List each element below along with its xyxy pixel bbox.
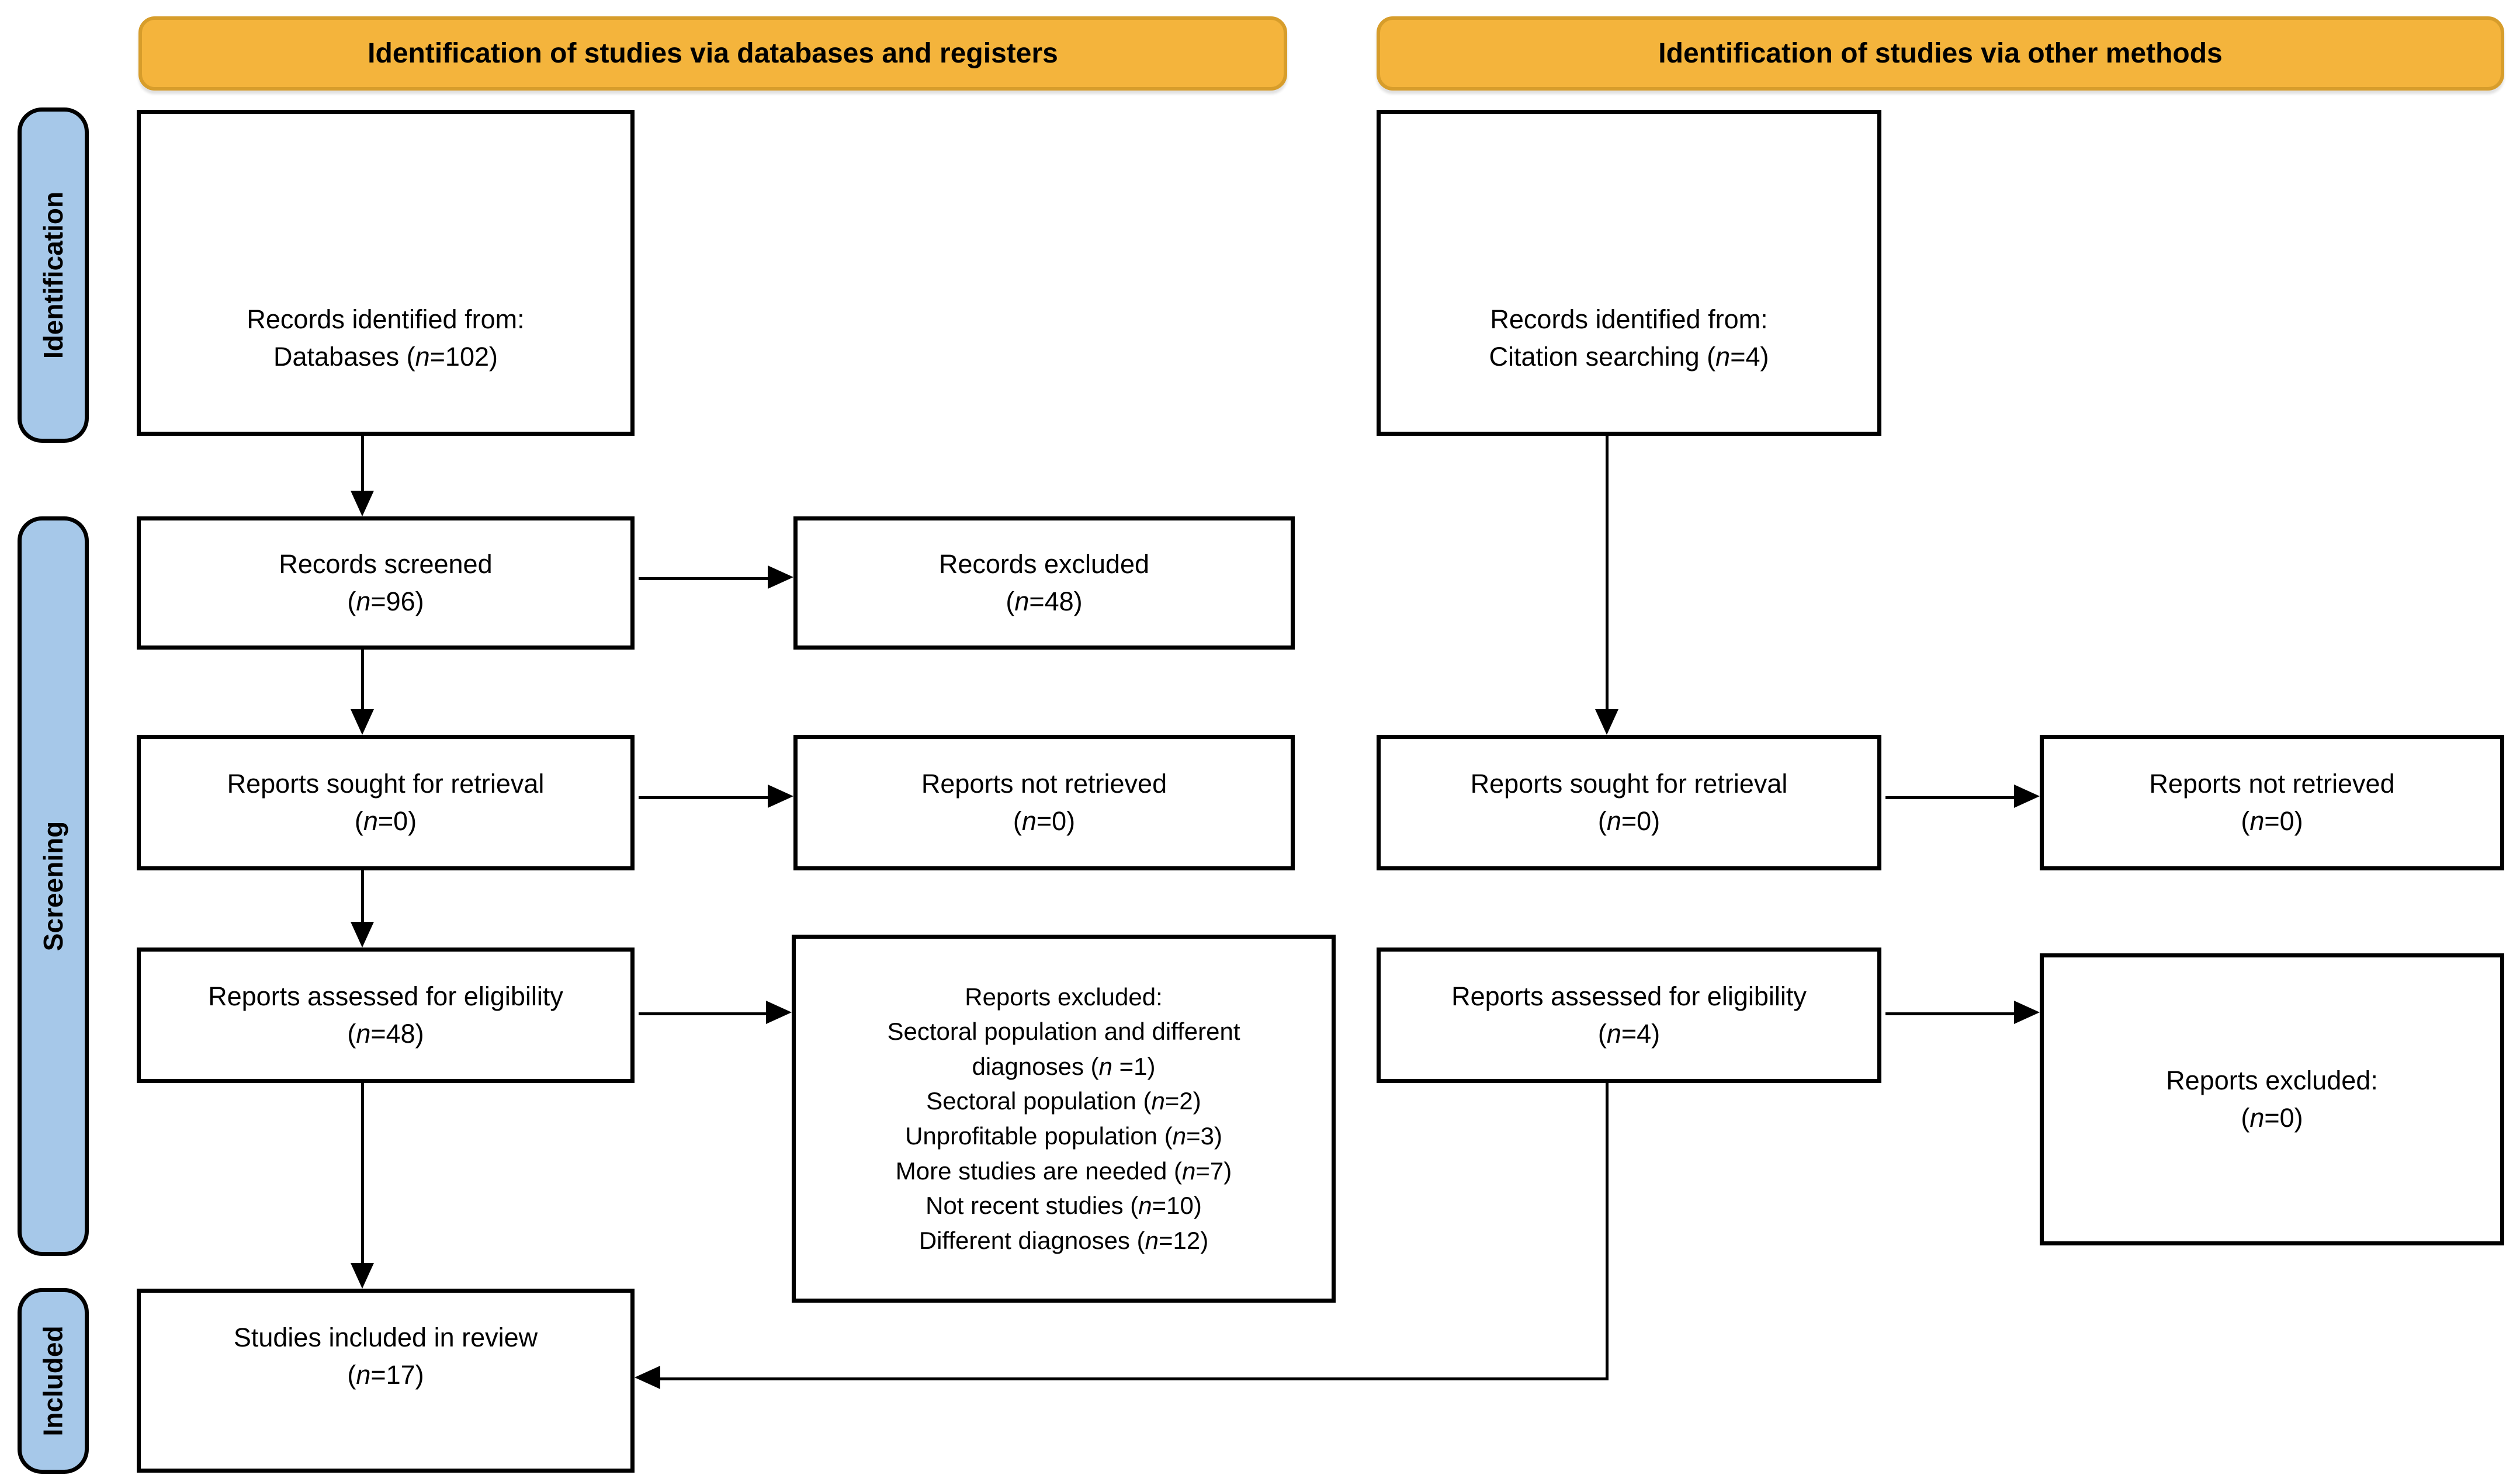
connector-assessed-other-to-included-vertical — [1606, 1083, 1609, 1380]
box-text-line: Reports assessed for eligibility — [208, 981, 563, 1012]
box-text-line: More studies are needed (n=7) — [895, 1157, 1232, 1185]
box-text-line: Reports sought for retrieval — [1470, 769, 1788, 799]
box-text-line: (n=0) — [1597, 806, 1661, 836]
arrowhead-sought-to-not-retrieved — [768, 785, 793, 808]
box-records-identified-citation: Records identified from: Citation searchi… — [1377, 110, 1881, 436]
arrowhead-assessed-to-reasons — [766, 1001, 792, 1024]
box-reports-excluded-other: Reports excluded: (n=0) — [2040, 953, 2504, 1245]
box-reports-assessed-eligibility-databases: Reports assessed for eligibility (n=48) — [137, 947, 635, 1083]
connector-assessed-other-to-included-horizontal — [660, 1377, 1609, 1380]
box-text-line: (n=0) — [2241, 1103, 2303, 1133]
connector-citation-to-sought — [1606, 436, 1609, 709]
box-text-line: (n=0) — [354, 806, 417, 836]
box-text-line: Reports not retrieved — [2149, 769, 2395, 799]
box-studies-included-review: Studies included in review (n=17) — [137, 1289, 635, 1473]
box-reports-not-retrieved-databases: Reports not retrieved (n=0) — [793, 735, 1295, 870]
box-text-line: Reports not retrieved — [921, 769, 1167, 799]
connector-sought-to-assessed — [361, 870, 364, 922]
arrowhead-sought-other-to-not-retrieved — [2014, 785, 2040, 808]
box-text-line: Reports excluded: — [965, 983, 1163, 1011]
arrowhead-other-to-included — [635, 1366, 660, 1389]
arrowhead-sought-to-assessed — [351, 922, 374, 947]
connector-screened-to-excluded — [639, 577, 768, 580]
arrowhead-identified-to-screened — [351, 491, 374, 516]
header-databases-registers: Identification of studies via databases … — [138, 16, 1287, 91]
arrowhead-screened-to-sought — [351, 709, 374, 735]
connector-identified-to-screened — [361, 436, 364, 491]
box-text-line: diagnoses (n =1) — [972, 1052, 1156, 1080]
box-text-line: (n=96) — [347, 586, 424, 616]
connector-assessed-to-included — [361, 1083, 364, 1263]
arrowhead-citation-to-sought — [1595, 709, 1618, 735]
box-text-line: Reports excluded: — [2166, 1065, 2378, 1096]
box-text-line: Citation searching (n=4) — [1489, 341, 1769, 372]
connector-sought-other-to-not-retrieved — [1885, 796, 2014, 799]
box-text-line: Records identified from: — [1490, 304, 1768, 334]
header-other-methods: Identification of studies via other meth… — [1377, 16, 2504, 91]
box-records-screened: Records screened (n=96) — [137, 516, 635, 650]
sidebar-phase-included-label: Included — [38, 1325, 68, 1436]
box-text-line: Sectoral population and different — [887, 1018, 1240, 1046]
box-reports-sought-retrieval-databases: Reports sought for retrieval (n=0) — [137, 735, 635, 870]
box-reports-assessed-eligibility-other: Reports assessed for eligibility (n=4) — [1377, 947, 1881, 1083]
connector-assessed-other-to-excluded — [1885, 1012, 2014, 1015]
sidebar-phase-identification: Identification — [18, 107, 89, 443]
box-reports-not-retrieved-other: Reports not retrieved (n=0) — [2040, 735, 2504, 870]
box-text-line: (n=4) — [1597, 1019, 1661, 1049]
box-text-line: (n=0) — [1013, 806, 1076, 836]
box-records-excluded: Records excluded (n=48) — [793, 516, 1295, 650]
box-text-line: Unprofitable population (n=3) — [905, 1122, 1222, 1150]
box-text-line: (n=48) — [1006, 586, 1083, 616]
box-records-identified-databases: Records identified from: Databases (n=102… — [137, 110, 635, 436]
box-text-line: (n=0) — [2241, 806, 2303, 836]
connector-screened-to-sought — [361, 650, 364, 709]
box-text-line: Records excluded — [938, 549, 1150, 579]
box-text-line: (n=48) — [347, 1019, 424, 1049]
sidebar-phase-screening-label: Screening — [38, 821, 69, 952]
box-reports-sought-retrieval-other: Reports sought for retrieval (n=0) — [1377, 735, 1881, 870]
box-text-line: Records screened — [279, 549, 493, 579]
sidebar-phase-included: Included — [18, 1288, 89, 1474]
sidebar-phase-screening: Screening — [18, 516, 89, 1256]
box-text-line: Sectoral population (n=2) — [926, 1087, 1201, 1115]
box-text-line: Reports sought for retrieval — [227, 769, 545, 799]
arrowhead-assessed-to-included — [351, 1263, 374, 1289]
box-text-line: Databases (n=102) — [273, 341, 498, 372]
box-text-line: Studies included in review — [233, 1323, 538, 1352]
box-text-line: Reports assessed for eligibility — [1451, 981, 1807, 1012]
connector-assessed-to-reasons — [639, 1012, 766, 1015]
box-text-line: Records identified from: — [247, 304, 525, 334]
box-text-line: Different diagnoses (n=12) — [918, 1226, 1209, 1254]
connector-sought-to-not-retrieved — [639, 796, 768, 799]
box-text-line: Not recent studies (n=10) — [925, 1192, 1202, 1220]
box-reports-excluded-reasons: Reports excluded: Sectoral population and… — [792, 935, 1336, 1303]
box-text-line: (n=17) — [347, 1359, 424, 1390]
arrowhead-screened-to-excluded — [768, 565, 793, 589]
sidebar-phase-identification-label: Identification — [38, 191, 69, 359]
arrowhead-assessed-other-to-excluded — [2014, 1001, 2040, 1024]
